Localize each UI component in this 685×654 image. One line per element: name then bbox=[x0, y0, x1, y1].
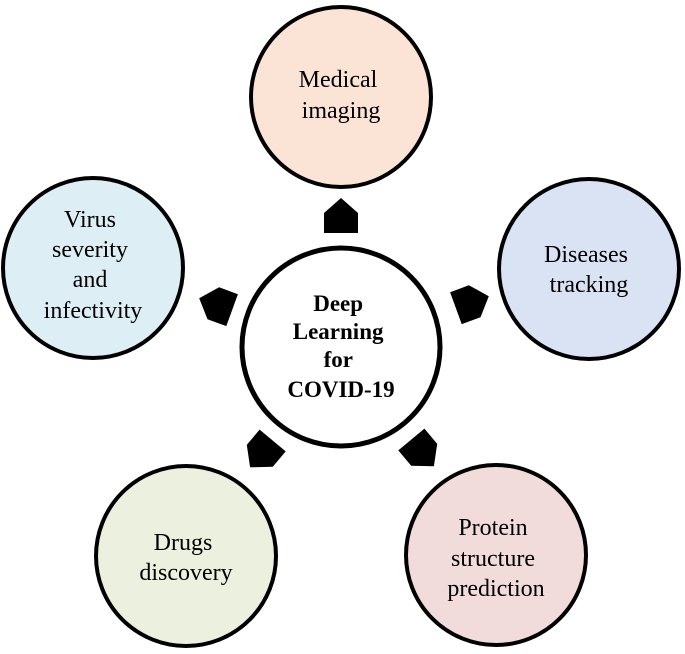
center-node-circle bbox=[239, 245, 443, 449]
node-protein-structure-prediction-label: Protein structure prediction bbox=[447, 515, 544, 602]
node-label-line: discovery bbox=[139, 560, 232, 586]
node-drugs-discovery: Drugs discovery bbox=[94, 464, 278, 648]
node-virus-severity-and-infectivity: Virus severity and infectivity bbox=[1, 176, 185, 360]
arrow-to-protein-structure-prediction bbox=[398, 428, 438, 467]
node-label-line: Protein bbox=[458, 515, 527, 541]
node-virus-severity-and-infectivity-circle bbox=[1, 176, 185, 360]
node-label-line: structure bbox=[451, 546, 535, 572]
arrow-to-drugs-discovery bbox=[246, 429, 286, 468]
node-diseases-tracking-circle bbox=[497, 177, 681, 361]
arrow-to-diseases-tracking bbox=[450, 285, 489, 325]
center-label-line: Deep bbox=[313, 291, 363, 316]
center-label-line: for bbox=[324, 347, 353, 372]
node-label-line: and bbox=[73, 267, 108, 293]
node-protein-structure-prediction-circle bbox=[404, 463, 588, 647]
node-label-line: imaging bbox=[302, 98, 381, 124]
node-label-line: Medical bbox=[299, 67, 378, 93]
center-node-label: Deep Learning for COVID-19 bbox=[287, 291, 394, 402]
node-label-line: prediction bbox=[447, 576, 544, 602]
node-protein-structure-prediction: Protein structure prediction bbox=[404, 463, 588, 647]
center-label-line: Learning bbox=[293, 319, 384, 344]
arrow-to-medical-imaging bbox=[324, 198, 358, 233]
node-drugs-discovery-label: Drugs discovery bbox=[139, 530, 232, 586]
node-label-line: Diseases bbox=[544, 242, 628, 268]
node-label-line: Drugs bbox=[154, 530, 213, 556]
center-node: Deep Learning for COVID-19 bbox=[239, 245, 443, 449]
node-label-line: tracking bbox=[550, 272, 629, 298]
arrows-group bbox=[199, 198, 489, 468]
node-label-line: infectivity bbox=[44, 298, 143, 324]
node-label-line: severity bbox=[52, 237, 128, 263]
node-drugs-discovery-circle bbox=[94, 464, 278, 648]
arrow-to-virus-severity-and-infectivity bbox=[199, 287, 238, 327]
node-diseases-tracking-label: Diseases tracking bbox=[544, 242, 634, 298]
node-diseases-tracking: Diseases tracking bbox=[497, 177, 681, 361]
node-medical-imaging-circle bbox=[249, 5, 433, 189]
node-medical-imaging-label: Medical imaging bbox=[299, 67, 384, 124]
node-virus-severity-and-infectivity-label: Virus severity and infectivity bbox=[44, 207, 143, 324]
node-medical-imaging: Medical imaging bbox=[249, 5, 433, 189]
node-label-line: Virus bbox=[64, 207, 116, 233]
center-label-line: COVID-19 bbox=[287, 377, 394, 402]
